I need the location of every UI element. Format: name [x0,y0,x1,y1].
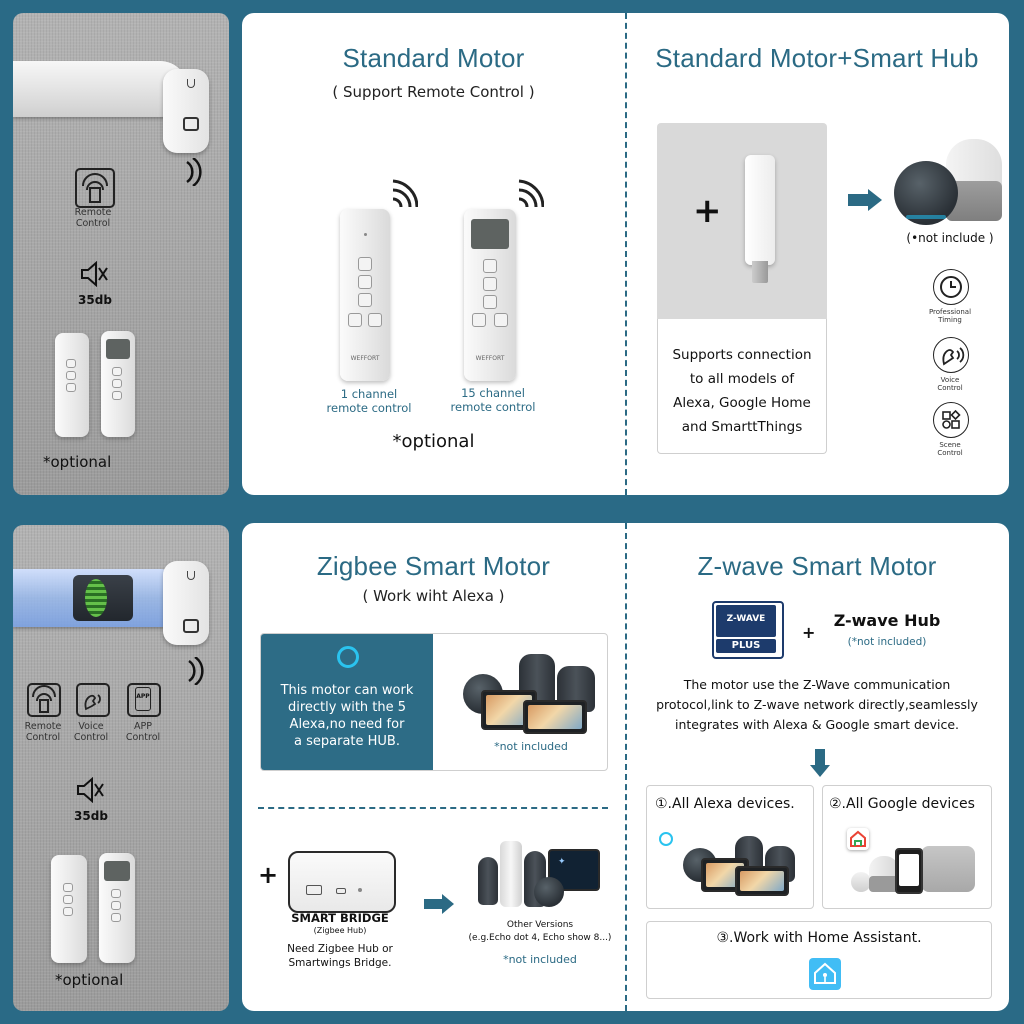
echo-dot-device [894,161,958,225]
support-text: Supports connection to all models of Ale… [672,347,812,435]
home-assistant-box: ③.Work with Home Assistant. [646,921,992,999]
zwave-title: Z-wave Smart Motor [697,551,937,581]
motor-end-cap [163,561,209,645]
plus-sign: + [802,623,816,642]
divider [258,807,608,809]
feature-label-voice: Voice Control [937,376,963,392]
google-devices-box: ②.All Google devices [822,785,992,909]
motor-tube-transparent [13,569,188,627]
google-nest-mini [851,872,871,892]
feature-label-remote: Remote Control [24,721,62,743]
arrow-down-icon [815,749,825,767]
feature-label-voice: Voice Control [73,721,109,743]
smart-motor-card: Zigbee Smart Motor ( Work wiht Alexa ) T… [242,523,1009,1011]
google-home-icon [847,828,869,850]
alexa-devices-label: ①.All Alexa devices. [655,796,795,812]
motor-photo-panel-top: Remote Control 35db *optional [13,13,229,495]
noise-level: 35db [74,809,108,823]
signal-icon [518,179,544,208]
noise-level: 35db [78,293,112,307]
alexa-devices-box: ①.All Alexa devices. [646,785,814,909]
remote-1-channel-label: 1 channel remote control [326,387,412,415]
remote-1ch-thumb [51,855,87,963]
signal-icon [186,158,202,186]
divider [625,13,627,495]
home-assistant-icon [809,958,841,990]
smart-bridge-note: Need Zigbee Hub or Smartwings Bridge. [287,943,393,969]
hub-photo: + [657,123,827,319]
remote-control-icon [75,168,115,208]
alexa-icon [337,646,359,668]
remote-15-channel-label: 15 channel remote control [450,386,536,414]
not-include-note: (•not include ) [906,231,994,245]
home-assistant-label: ③.Work with Home Assistant. [716,930,922,946]
motor-photo-panel-bottom: Remote Control Voice Control APP APP Con… [13,525,229,1011]
feature-label-app: APP Control [125,721,161,743]
smart-bridge-subtitle: (Zigbee Hub) [313,926,367,935]
voice-control-icon [933,337,969,373]
optional-note: *optional [392,431,475,452]
standard-motor-title: Standard Motor [342,43,525,73]
remote-control-icon [27,683,61,717]
zwave-description: The motor use the Z-Wave communication p… [656,677,978,732]
feature-label-scene: Scene Control [937,441,963,457]
echo-show-device [735,866,789,896]
smart-hub-device [745,155,775,265]
google-home-max [921,846,975,892]
support-box: Supports connection to all models of Ale… [657,319,827,454]
standard-motor-subtitle: ( Support Remote Control ) [332,83,535,101]
plus-sign: + [693,191,722,231]
voice-control-icon [76,683,110,717]
smart-bridge-title: SMART BRIDGE [291,911,389,925]
app-control-icon: APP [127,683,161,717]
echo-show-device [523,700,587,734]
echo-device [478,857,498,905]
remote-15ch-thumb [99,853,135,963]
remote-control-label: Remote Control [74,207,112,229]
smart-hub-title: Standard Motor+Smart Hub [655,43,979,73]
alexa-direct-box: This motor can work directly with the 5 … [260,633,608,771]
not-included-note: *not included [494,740,568,753]
scene-control-icon [933,402,969,438]
other-versions-note: Other Versions (e.g.Echo dot 4, Echo sho… [468,920,612,943]
signal-icon [188,657,204,685]
signal-icon [392,179,418,208]
remote-15ch-thumb [101,331,135,437]
mute-icon [77,777,104,803]
standard-motor-card: Standard Motor ( Support Remote Control … [242,13,1009,495]
alexa-direct-text: This motor can work directly with the 5 … [280,683,414,749]
zigbee-title: Zigbee Smart Motor [316,551,551,581]
optional-note: *optional [55,971,124,989]
divider [625,523,627,1011]
remote-1-channel: WEFFORT [340,209,390,381]
phone-device [895,848,923,894]
mute-icon [81,261,108,287]
plus-sign: + [258,861,279,889]
zwave-hub-title: Z-wave Hub [833,611,941,630]
zwave-plus-logo: Z-WAVE PLUS [712,601,784,659]
zigbee-subtitle: ( Work wiht Alexa ) [362,587,505,605]
motor-end-cap [163,69,209,153]
feature-label-timing: Professional Timing [928,308,972,324]
remote-15-channel: WEFFORT [464,209,516,381]
arrow-right-icon [848,194,870,206]
remote-1ch-thumb [55,333,89,437]
google-devices-label: ②.All Google devices [829,796,975,812]
optional-note: *optional [43,453,112,471]
motor-tube [13,61,188,117]
timer-icon [933,269,969,305]
alexa-icon [659,832,673,846]
alexa-info-panel: This motor can work directly with the 5 … [261,634,433,770]
arrow-right-icon [424,899,444,909]
smart-bridge-device [288,851,396,913]
not-included-note: *not included [503,953,577,966]
zwave-hub-note: (*not included) [847,636,927,648]
echo-spot-device [534,877,564,907]
google-home-device [869,856,899,892]
echo-device-white [500,841,522,907]
